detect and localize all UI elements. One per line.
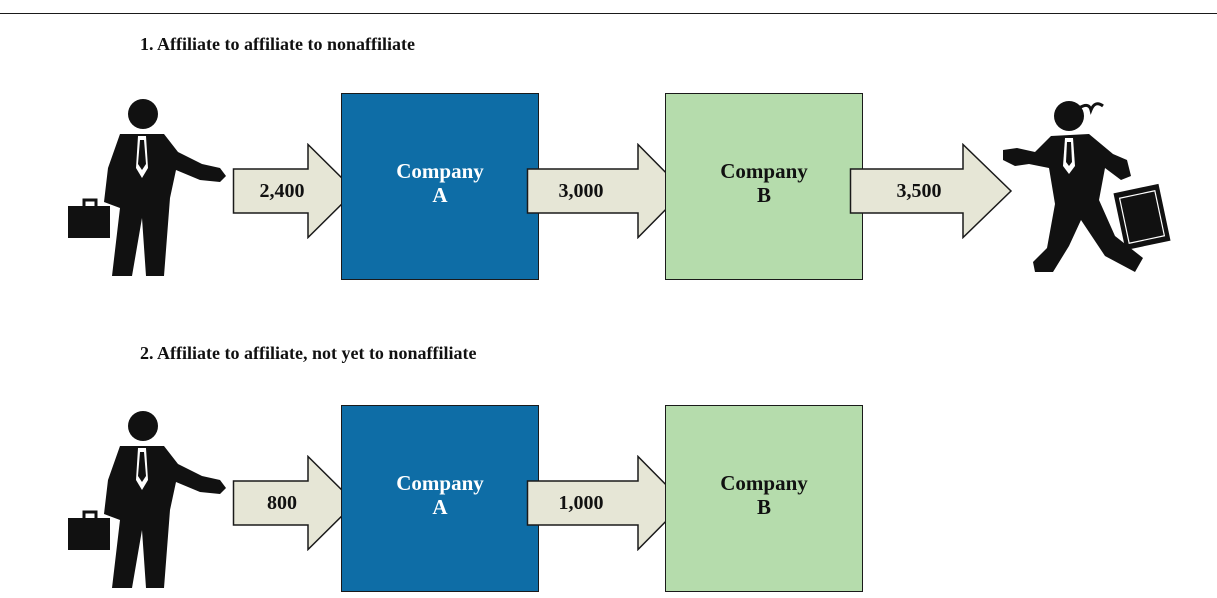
company-a-label-line1: Company xyxy=(396,471,484,495)
company-b-box: Company B xyxy=(665,405,863,592)
company-a-box: Company A xyxy=(341,405,539,592)
arrow-1: 2,400 xyxy=(232,143,357,239)
company-a-label-line2: A xyxy=(432,183,448,207)
company-a-box: Company A xyxy=(341,93,539,280)
scenario1-title: 1. Affiliate to affiliate to nonaffiliat… xyxy=(140,34,415,54)
company-b-box: Company B xyxy=(665,93,863,280)
businessman-standing-icon xyxy=(60,98,240,276)
arrow-3: 3,500 xyxy=(849,143,1014,239)
arrow-value: 3,000 xyxy=(558,180,604,202)
arrow-2: 3,000 xyxy=(526,143,686,239)
arrow-value: 2,400 xyxy=(259,180,305,202)
company-a-label-line2: A xyxy=(432,495,448,519)
arrow-value: 1,000 xyxy=(558,492,604,514)
company-b-label-line2: B xyxy=(756,183,771,207)
top-rule xyxy=(0,13,1217,14)
company-b-label-line2: B xyxy=(756,495,771,519)
arrow-4: 800 xyxy=(232,455,357,551)
arrow-value: 800 xyxy=(267,492,297,514)
scenario2-title: 2. Affiliate to affiliate, not yet to no… xyxy=(140,343,477,363)
businessman-walking-icon xyxy=(995,96,1180,281)
company-b-label-line1: Company xyxy=(720,471,808,495)
arrow-5: 1,000 xyxy=(526,455,686,551)
arrow-value: 3,500 xyxy=(896,180,942,202)
company-a-label-line1: Company xyxy=(396,159,484,183)
businessman-standing-icon xyxy=(60,410,240,588)
company-b-label-line1: Company xyxy=(720,159,808,183)
